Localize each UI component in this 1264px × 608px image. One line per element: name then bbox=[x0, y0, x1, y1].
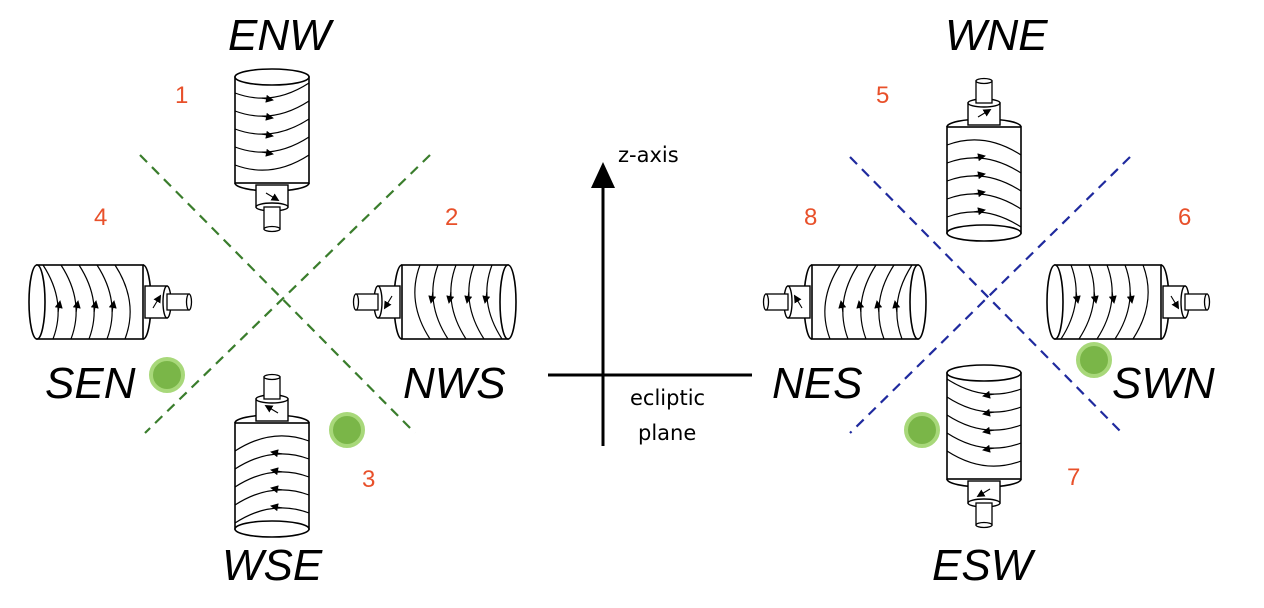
right-divider-b bbox=[849, 156, 1131, 434]
label-esw: ESW bbox=[932, 541, 1036, 590]
number-2: 2 bbox=[445, 204, 458, 231]
flux-rope-3 bbox=[235, 375, 309, 538]
flux-rope-4 bbox=[29, 265, 192, 339]
label-sen: SEN bbox=[45, 359, 136, 408]
z-axis-label: z-axis bbox=[618, 143, 679, 167]
number-5: 5 bbox=[876, 82, 889, 109]
flux-rope-6 bbox=[1047, 265, 1210, 339]
flux-rope-5 bbox=[947, 79, 1021, 242]
number-7: 7 bbox=[1067, 464, 1080, 491]
right-divider-a bbox=[849, 156, 1123, 434]
marker-sen bbox=[149, 357, 185, 393]
right-divider-lines bbox=[849, 156, 1131, 434]
label-wse: WSE bbox=[222, 541, 323, 590]
label-swn: SWN bbox=[1112, 359, 1215, 408]
label-wne: WNE bbox=[945, 11, 1048, 60]
number-4: 4 bbox=[94, 204, 107, 231]
left-divider-a bbox=[139, 154, 416, 434]
number-3: 3 bbox=[362, 466, 375, 493]
number-8: 8 bbox=[804, 204, 817, 231]
left-divider-lines bbox=[139, 154, 431, 434]
ecliptic-label-line2: plane bbox=[638, 421, 696, 445]
ecliptic-label-line1: ecliptic bbox=[630, 386, 705, 410]
marker-swn bbox=[1076, 342, 1112, 378]
marker-esw bbox=[904, 412, 940, 448]
number-1: 1 bbox=[175, 82, 188, 109]
label-nes: NES bbox=[772, 359, 862, 408]
flux-rope-7 bbox=[947, 365, 1021, 528]
left-divider-b bbox=[144, 154, 431, 434]
number-6: 6 bbox=[1178, 204, 1191, 231]
label-enw: ENW bbox=[228, 11, 334, 60]
z-axis bbox=[591, 162, 615, 446]
flux-rope-8 bbox=[764, 265, 927, 339]
flux-rope-1 bbox=[235, 69, 309, 232]
label-nws: NWS bbox=[403, 359, 506, 408]
flux-rope-2 bbox=[354, 265, 517, 339]
marker-wse bbox=[329, 412, 365, 448]
